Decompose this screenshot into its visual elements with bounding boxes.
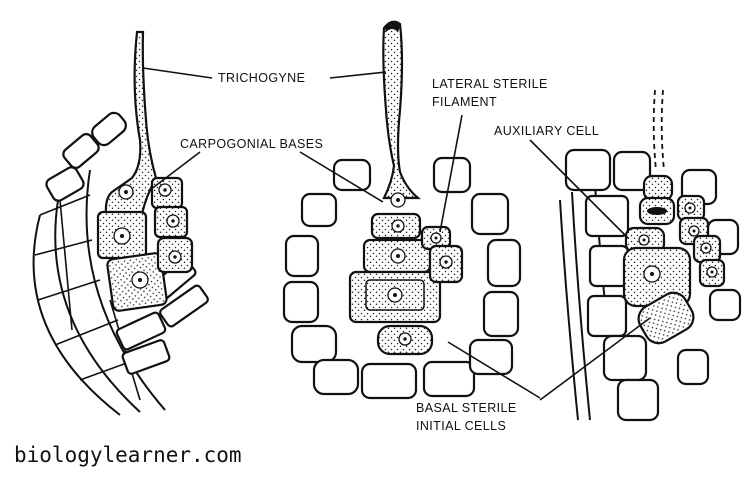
label-auxiliary-cell: AUXILIARY CELL [494, 124, 599, 138]
left-figure [32, 30, 209, 416]
right-figure [559, 89, 742, 422]
watermark: biologylearner.com [14, 443, 242, 467]
label-carpogonial-bases: CARPOGONIAL BASES [180, 137, 323, 151]
label-lateral-sterile-2: FILAMENT [432, 95, 497, 109]
label-lateral-sterile-1: LATERAL STERILE [432, 77, 548, 91]
filament-cells-left [34, 111, 209, 401]
outer-cell-ring [282, 156, 522, 400]
trichogyne-middle [382, 20, 422, 200]
label-basal-sterile-2: INITIAL CELLS [416, 419, 506, 433]
basal-sterile-initial [637, 291, 695, 345]
label-basal-sterile-1: BASAL STERILE [416, 401, 517, 415]
leader-lines [142, 67, 651, 401]
middle-figure [282, 20, 522, 400]
label-trichogyne: TRICHOGYNE [218, 71, 305, 85]
